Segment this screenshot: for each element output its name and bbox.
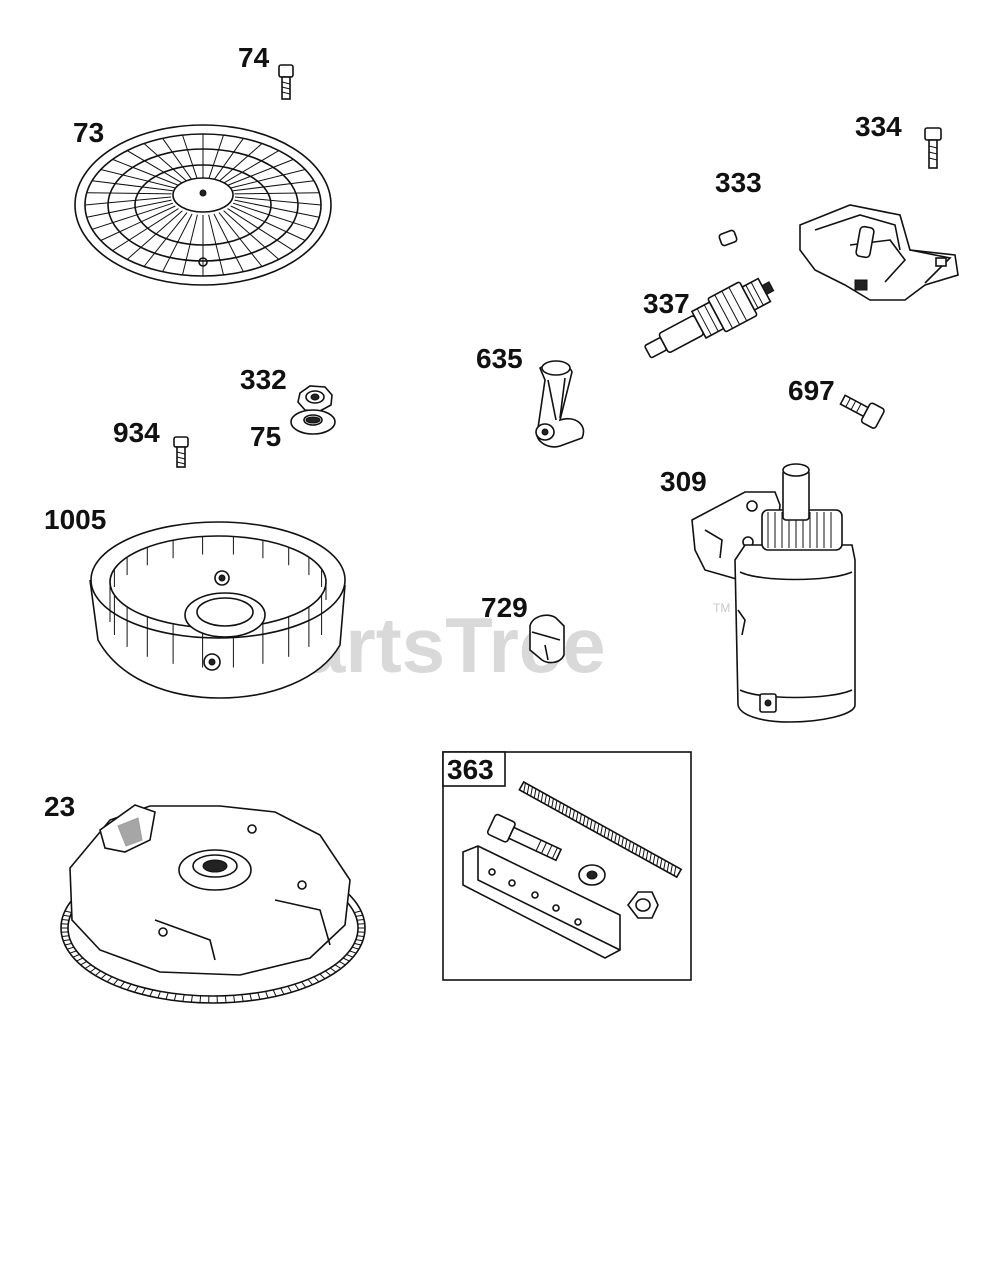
label-697[interactable]: 697: [788, 375, 835, 406]
part-363-kit-box[interactable]: [442, 751, 692, 981]
part-1005-fan[interactable]: [89, 521, 346, 699]
part-729-clip[interactable]: [529, 614, 565, 664]
label-334[interactable]: 334: [855, 111, 902, 142]
label-934[interactable]: 934: [113, 417, 160, 448]
label-729[interactable]: 729: [481, 592, 528, 623]
part-332-nut[interactable]: [297, 385, 333, 412]
part-635-boot[interactable]: [535, 360, 585, 448]
part-934-bolt[interactable]: [173, 436, 189, 468]
part-334-bolt[interactable]: [924, 127, 942, 169]
part-74-bolt[interactable]: [278, 64, 294, 100]
label-333[interactable]: 333: [715, 167, 762, 198]
part-23-flywheel[interactable]: [60, 804, 366, 1004]
label-74[interactable]: 74: [238, 42, 270, 73]
part-73-screen[interactable]: [74, 124, 332, 286]
part-309-starter[interactable]: [691, 463, 856, 723]
part-697-screw[interactable]: [838, 390, 885, 429]
label-635[interactable]: 635: [476, 343, 523, 374]
label-309[interactable]: 309: [660, 466, 707, 497]
label-75[interactable]: 75: [250, 421, 281, 452]
part-75-washer[interactable]: [290, 409, 336, 435]
label-23[interactable]: 23: [44, 791, 75, 822]
label-332[interactable]: 332: [240, 364, 287, 395]
watermark-trademark: TM: [713, 601, 730, 615]
part-337-spark-plug[interactable]: [639, 269, 780, 368]
label-363[interactable]: 363: [447, 754, 494, 785]
part-333-armature[interactable]: [718, 153, 959, 301]
label-1005[interactable]: 1005: [44, 504, 106, 535]
label-73[interactable]: 73: [73, 117, 104, 148]
label-337[interactable]: 337: [643, 288, 690, 319]
